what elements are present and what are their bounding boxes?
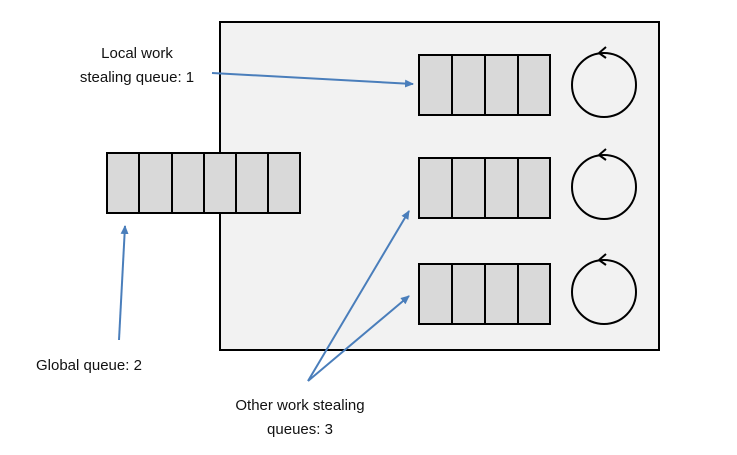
global-queue-slot <box>171 152 205 214</box>
local-queue-slot <box>484 157 519 219</box>
local-queue-2 <box>418 157 551 219</box>
local-queue-slot <box>484 263 519 325</box>
global-queue-slot <box>203 152 237 214</box>
global-queue-slot <box>267 152 301 214</box>
global-queue-slot <box>138 152 173 214</box>
other-queues-label: Other work stealing queues: 3 <box>200 394 400 442</box>
local-queue-3 <box>418 263 551 325</box>
local-queue-label: Local work stealing queue: 1 <box>52 42 222 90</box>
other-queues-label-line-2: queues: 3 <box>267 421 333 438</box>
cycle-icon <box>571 253 637 325</box>
local-queue-slot <box>451 157 486 219</box>
local-queue-slot <box>418 263 453 325</box>
arrow-global-queue <box>118 225 129 341</box>
local-queue-slot <box>418 54 453 116</box>
global-queue <box>106 152 301 214</box>
arrow-local-queue <box>211 72 414 88</box>
local-queue-1 <box>418 54 551 116</box>
local-queue-slot <box>484 54 519 116</box>
global-queue-slot <box>235 152 269 214</box>
local-queue-slot <box>451 54 486 116</box>
local-queue-label-line-2: stealing queue: 1 <box>79 69 195 86</box>
local-queue-slot <box>451 263 486 325</box>
arrow-other-queue-2 <box>307 210 410 382</box>
local-queue-label-line-1: Local work <box>101 45 173 62</box>
cycle-icon <box>571 148 637 220</box>
local-queue-slot <box>517 263 551 325</box>
global-queue-slot <box>106 152 140 214</box>
other-queues-label-line-1: Other work stealing <box>235 397 365 414</box>
arrow-other-queue-3 <box>307 295 410 382</box>
cycle-icon <box>571 46 637 118</box>
global-queue-label: Global queue: 2 <box>36 357 142 374</box>
local-queue-slot <box>517 157 551 219</box>
local-queue-slot <box>418 157 453 219</box>
local-queue-slot <box>517 54 551 116</box>
